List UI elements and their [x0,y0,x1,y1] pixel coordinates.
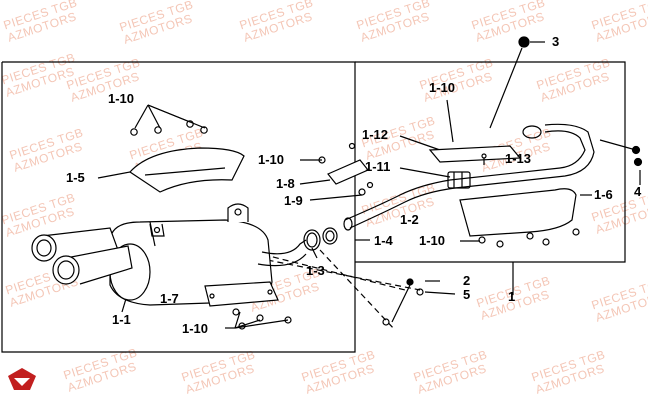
tail-pipe [65,245,133,285]
washer-5 [416,288,424,296]
heat-shield-front [129,147,245,193]
header-pipe [344,130,586,221]
callout-1-7: 1-7 [160,291,179,306]
callout-1-10: 1-10 [429,80,456,95]
callout-1-5: 1-5 [66,170,85,185]
callout-1-10: 1-10 [419,233,446,248]
callout-1-11: 1-11 [365,159,391,174]
clamp-1-11 [447,171,471,189]
right-frame-border [355,61,626,263]
callout-2: 2 [463,273,471,288]
header-end-flange [522,125,542,139]
bolt-set-1-10-right [478,228,580,248]
callout-1-4: 1-4 [374,233,393,248]
callout-5: 5 [463,287,471,302]
callout-1-10: 1-10 [108,91,135,106]
callout-1-3: 1-3 [306,263,325,278]
callout-1-13: 1-13 [505,151,532,166]
muffler-bracket [227,203,249,222]
muffler-body [109,219,273,306]
bolt-set-1-10 [130,120,208,136]
callout-1-12: 1-12 [362,127,389,142]
callout-1-10: 1-10 [258,152,285,167]
callout-1-8: 1-8 [276,176,295,191]
heat-shield-1-6 [459,188,577,237]
heat-shield-lower [204,281,279,307]
bolt-1-10-mid [318,156,326,164]
callout-1-1: 1-1 [112,312,131,327]
nut-2 [406,278,414,286]
muffler-inlet-pipe [261,239,307,255]
callout-1-10: 1-10 [182,321,209,336]
nut-4 [633,157,643,167]
bolt-set-1-10-lower [232,308,292,330]
callout-1-2: 1-2 [400,212,419,227]
callout-1: 1 [508,289,516,304]
callout-1-6: 1-6 [594,187,613,202]
callout-4: 4 [634,184,642,199]
gasket-1-4 [322,227,338,245]
clamp-1-3 [303,229,321,251]
callout-1-9: 1-9 [284,193,303,208]
left-frame-border [1,61,356,353]
header-flange [428,145,522,163]
washer-1-9 [358,188,366,196]
bracket-1-8 [327,159,369,185]
gasket-3 [518,36,530,48]
callout-3: 3 [552,34,560,49]
brand-logo [8,368,36,390]
